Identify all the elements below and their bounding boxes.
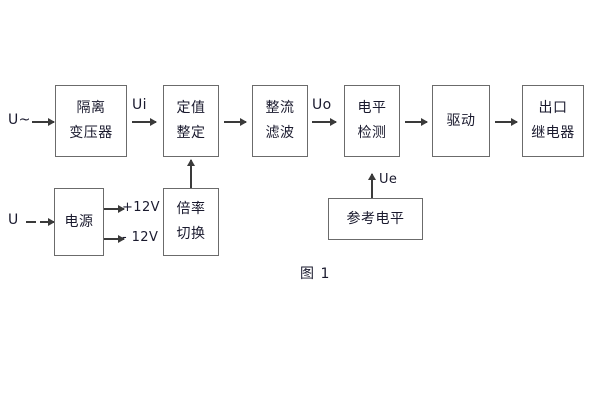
- figure-caption: 图 1: [300, 266, 331, 282]
- block-multiplier-switch: 倍率 切换: [163, 188, 219, 256]
- arrow-reference-to-level-detect: [371, 174, 373, 198]
- arrow-level-detect-to-drive: [405, 121, 427, 123]
- rail-negative-label: - 12V: [122, 230, 159, 245]
- arrow-input-ac-to-isolation: [32, 121, 54, 123]
- block-setting-value: 定值 整定: [163, 85, 219, 157]
- signal-uo-label: Uo: [312, 97, 332, 113]
- arrow-drive-to-output-relay: [495, 121, 517, 123]
- input-dc-label: U: [8, 212, 19, 228]
- arrow-multiplier-to-setting: [190, 160, 192, 188]
- block-drive: 驱动: [432, 85, 490, 157]
- block-level-detect-line-1: 电平: [357, 100, 387, 117]
- block-isolation-transformer: 隔离 变压器: [55, 85, 127, 157]
- block-output-relay: 出口 继电器: [522, 85, 584, 157]
- arrow-setting-to-rectify: [224, 121, 246, 123]
- block-reference-level-line-1: 参考电平: [346, 210, 405, 227]
- arrow-isolation-to-setting: [132, 121, 156, 123]
- block-power-supply: 电源: [54, 188, 104, 256]
- block-level-detect: 电平 检测: [344, 85, 400, 157]
- arrow-rail-negative: [104, 238, 124, 240]
- block-isolation-transformer-line-1: 隔离: [76, 100, 106, 117]
- block-level-detect-line-2: 检测: [357, 125, 387, 141]
- block-setting-value-line-1: 定值: [176, 100, 206, 117]
- signal-ue-label: Ue: [379, 172, 398, 187]
- block-output-relay-line-2: 继电器: [531, 125, 575, 141]
- arrow-input-dc-to-power-supply: [40, 221, 54, 223]
- rail-positive-label: +12V: [122, 200, 160, 215]
- block-multiplier-switch-line-1: 倍率: [176, 201, 206, 218]
- arrow-rail-positive: [104, 208, 124, 210]
- block-drive-line-1: 驱动: [446, 112, 476, 129]
- signal-ui-label: Ui: [132, 97, 147, 113]
- block-power-supply-line-1: 电源: [64, 213, 94, 230]
- block-multiplier-switch-line-2: 切换: [176, 226, 206, 242]
- block-reference-level: 参考电平: [328, 198, 423, 240]
- block-isolation-transformer-line-2: 变压器: [69, 125, 113, 141]
- block-rectify-filter: 整流 滤波: [252, 85, 308, 157]
- input-ac-label: U~: [8, 112, 31, 128]
- dash-segment-input-dc: [26, 221, 36, 223]
- block-rectify-filter-line-1: 整流: [265, 100, 295, 117]
- block-rectify-filter-line-2: 滤波: [265, 125, 295, 141]
- block-output-relay-line-1: 出口: [538, 100, 568, 117]
- block-setting-value-line-2: 整定: [176, 125, 206, 141]
- arrow-rectify-to-level-detect: [312, 121, 336, 123]
